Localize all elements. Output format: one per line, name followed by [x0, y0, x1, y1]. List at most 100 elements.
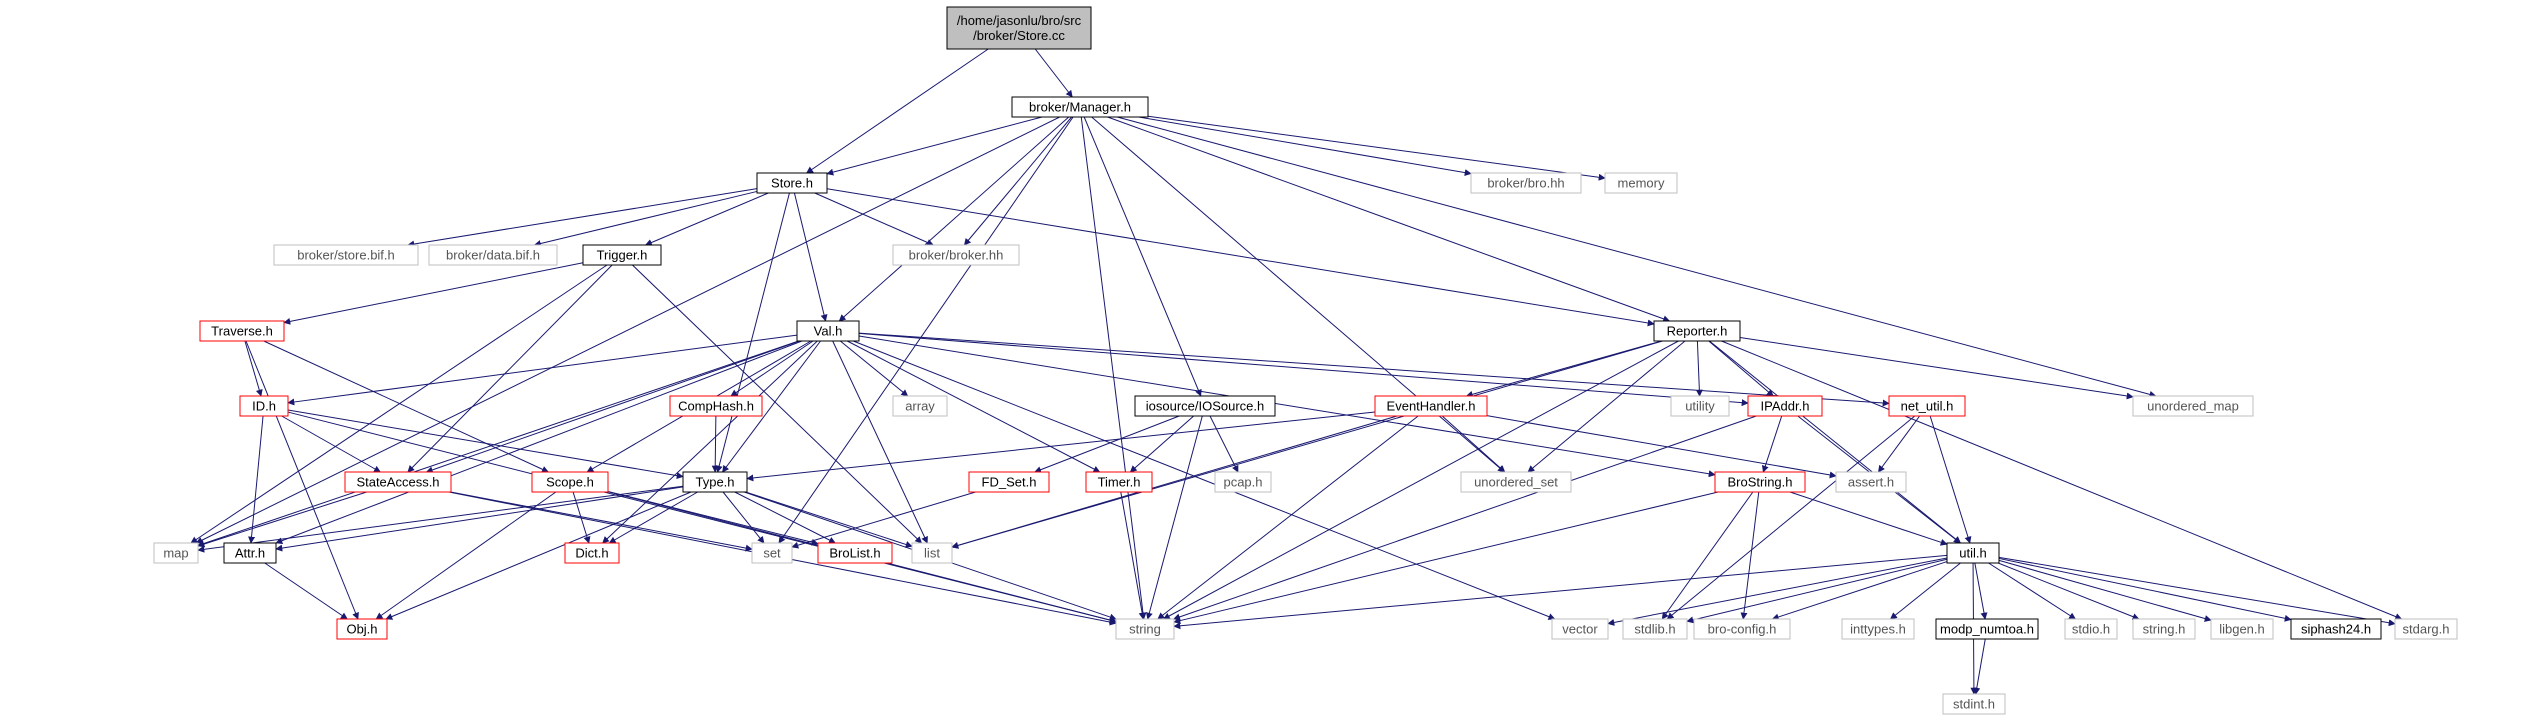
node-netutil[interactable]: net_util.h [1888, 395, 1966, 417]
edge-brostring-to-stdlib [1661, 491, 1754, 620]
edge-ipaddr-to-string [1173, 415, 1757, 621]
node-label: Obj.h [346, 622, 377, 637]
node-label: Store.h [771, 176, 813, 191]
node-set[interactable]: set [751, 542, 793, 564]
node-stateaccess[interactable]: StateAccess.h [344, 471, 452, 493]
edge-manager-to-iosource [1083, 116, 1202, 397]
node-string[interactable]: string [1115, 618, 1175, 640]
node-iosource[interactable]: iosource/IOSource.h [1134, 395, 1276, 417]
edge-val-to-ipaddr [858, 332, 1749, 407]
edge-manager-to-reporter [1107, 116, 1671, 323]
node-util[interactable]: util.h [1946, 542, 2000, 564]
edge-manager-to-map [195, 116, 1060, 544]
edge-netutil-to-assert [1877, 415, 1921, 473]
node-timer[interactable]: Timer.h [1085, 471, 1153, 493]
node-eventhandler[interactable]: EventHandler.h [1374, 395, 1488, 417]
edge-manager-to-brokerhh [963, 116, 1073, 246]
node-label: IPAddr.h [1761, 399, 1810, 414]
edge-fdset-to-set [791, 491, 976, 549]
node-label: Dict.h [575, 546, 608, 561]
node-label: BroString.h [1727, 475, 1792, 490]
edge-attr-to-obj [264, 562, 348, 620]
node-label: stdint.h [1953, 697, 1995, 712]
edge-eventhandler-to-string [1157, 415, 1419, 620]
node-scope[interactable]: Scope.h [531, 471, 609, 493]
node-brokerhh[interactable]: broker/broker.hh [892, 244, 1020, 266]
node-pcap[interactable]: pcap.h [1214, 471, 1272, 493]
node-brolist[interactable]: BroList.h [817, 542, 893, 564]
node-store[interactable]: Store.h [756, 172, 828, 194]
node-iddoth[interactable]: ID.h [239, 395, 289, 417]
edge-eventhandler-to-type [746, 411, 1376, 482]
node-box [199, 320, 285, 342]
node-label: unordered_set [1474, 475, 1558, 490]
node-siphash[interactable]: siphash24.h [2290, 618, 2382, 640]
edge-val-to-iddoth [287, 334, 798, 406]
node-manager[interactable]: broker/Manager.h [1011, 96, 1149, 118]
edge-reporter-to-unordset [1527, 340, 1686, 473]
node-modp[interactable]: modp_numtoa.h [1935, 618, 2039, 640]
node-databif[interactable]: broker/data.bif.h [428, 244, 558, 266]
node-box [1460, 471, 1572, 493]
node-obj[interactable]: Obj.h [336, 618, 388, 640]
node-label: pcap.h [1223, 475, 1262, 490]
node-brobro[interactable]: broker/bro.hh [1470, 172, 1582, 194]
node-stdio[interactable]: stdio.h [2064, 618, 2118, 640]
edge-brostring-to-broconfig [1740, 491, 1760, 620]
edge-trigger-to-map [190, 264, 608, 544]
node-dict[interactable]: Dict.h [564, 542, 620, 564]
node-broconfig[interactable]: bro-config.h [1693, 618, 1791, 640]
edge-iosource-to-string [1145, 415, 1203, 620]
node-list[interactable]: list [911, 542, 953, 564]
node-box [2394, 618, 2458, 640]
node-vector[interactable]: vector [1551, 618, 1609, 640]
node-unordset[interactable]: unordered_set [1460, 471, 1572, 493]
node-array[interactable]: array [892, 395, 948, 417]
node-stdint[interactable]: stdint.h [1942, 693, 2006, 715]
node-stringh[interactable]: string.h [2132, 618, 2196, 640]
node-inttypes[interactable]: inttypes.h [1841, 618, 1915, 640]
edge-manager-to-unordset [1091, 116, 1505, 473]
node-fdset[interactable]: FD_Set.h [968, 471, 1050, 493]
edge-util-to-stdarg [1998, 556, 2396, 627]
edge-val-to-list [832, 340, 928, 544]
node-attr[interactable]: Attr.h [223, 542, 277, 564]
edge-manager-to-memory [1147, 115, 1606, 181]
node-traverse[interactable]: Traverse.h [199, 320, 285, 342]
node-box [1942, 693, 2006, 715]
node-label: broker/data.bif.h [446, 248, 540, 263]
node-trigger[interactable]: Trigger.h [582, 244, 662, 266]
node-label: Timer.h [1098, 475, 1141, 490]
node-brostring[interactable]: BroString.h [1714, 471, 1806, 493]
edge-val-to-stateaccess [425, 340, 800, 474]
node-reporter[interactable]: Reporter.h [1653, 320, 1741, 342]
node-type[interactable]: Type.h [682, 471, 748, 493]
node-stdlib[interactable]: stdlib.h [1622, 618, 1688, 640]
node-label: net_util.h [1901, 399, 1954, 414]
node-ipaddr[interactable]: IPAddr.h [1747, 395, 1823, 417]
edge-brostring-to-util [1789, 491, 1948, 546]
node-root[interactable]: /home/jasonlu/bro/src/broker/Store.cc [946, 6, 1092, 50]
edge-comphash-to-type [711, 415, 719, 473]
edge-util-to-stdio [1988, 562, 2077, 620]
node-stdarg[interactable]: stdarg.h [2394, 618, 2458, 640]
edge-val-to-timer [847, 340, 1101, 473]
edge-iosource-to-timer [1129, 415, 1195, 473]
node-box [2132, 395, 2254, 417]
node-storebif[interactable]: broker/store.bif.h [273, 244, 419, 266]
node-box [2132, 618, 2196, 640]
node-label: siphash24.h [2301, 622, 2371, 637]
node-libgen[interactable]: libgen.h [2210, 618, 2274, 640]
node-comphash[interactable]: CompHash.h [669, 395, 763, 417]
node-label: assert.h [1848, 475, 1894, 490]
node-box [1374, 395, 1488, 417]
node-label: utility [1685, 399, 1715, 414]
node-label: stdlib.h [1634, 622, 1675, 637]
node-unordmap[interactable]: unordered_map [2132, 395, 2254, 417]
node-memory[interactable]: memory [1604, 172, 1678, 194]
node-map[interactable]: map [153, 542, 199, 564]
node-assert[interactable]: assert.h [1835, 471, 1907, 493]
node-utility[interactable]: utility [1670, 395, 1730, 417]
node-val[interactable]: Val.h [796, 320, 860, 342]
node-box [1946, 542, 2000, 564]
